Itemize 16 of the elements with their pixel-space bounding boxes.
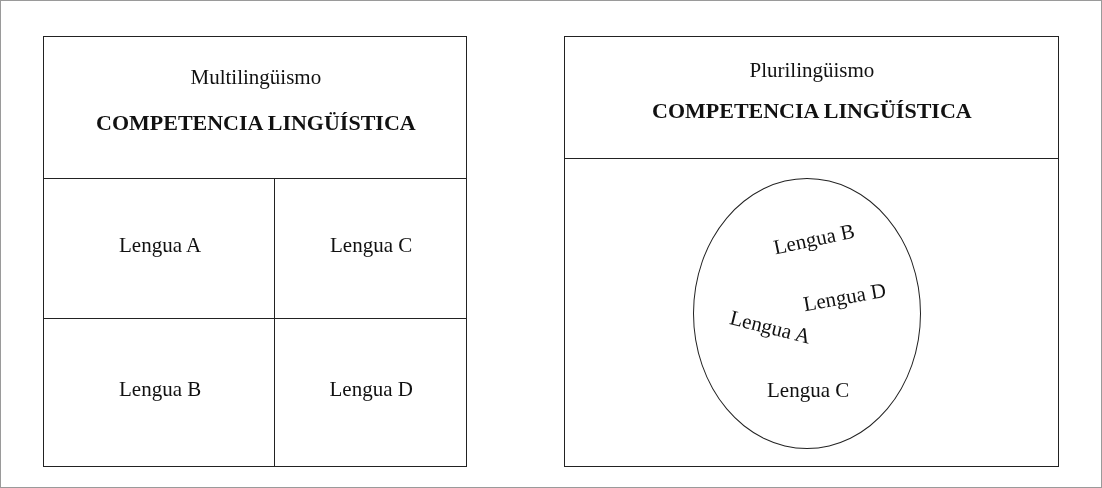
subtitle: Multilingüismo xyxy=(190,64,322,90)
language-label: Lengua A xyxy=(119,232,202,258)
language-label: Lengua B xyxy=(119,376,202,402)
header-cell xyxy=(43,36,467,179)
heading: COMPETENCIA LINGÜÍSTICA xyxy=(652,98,972,124)
language-label: Lengua D xyxy=(329,376,413,402)
table-cell xyxy=(274,318,467,467)
language-label: Lengua C xyxy=(767,377,850,403)
header-cell xyxy=(564,36,1059,159)
language-label: Lengua B xyxy=(771,218,857,260)
language-label: Lengua D xyxy=(800,277,888,317)
heading: COMPETENCIA LINGÜÍSTICA xyxy=(96,110,416,136)
language-label: Lengua C xyxy=(330,232,413,258)
panel-box xyxy=(564,158,1059,467)
table-cell xyxy=(43,318,275,467)
subtitle: Plurilingüismo xyxy=(749,57,875,83)
